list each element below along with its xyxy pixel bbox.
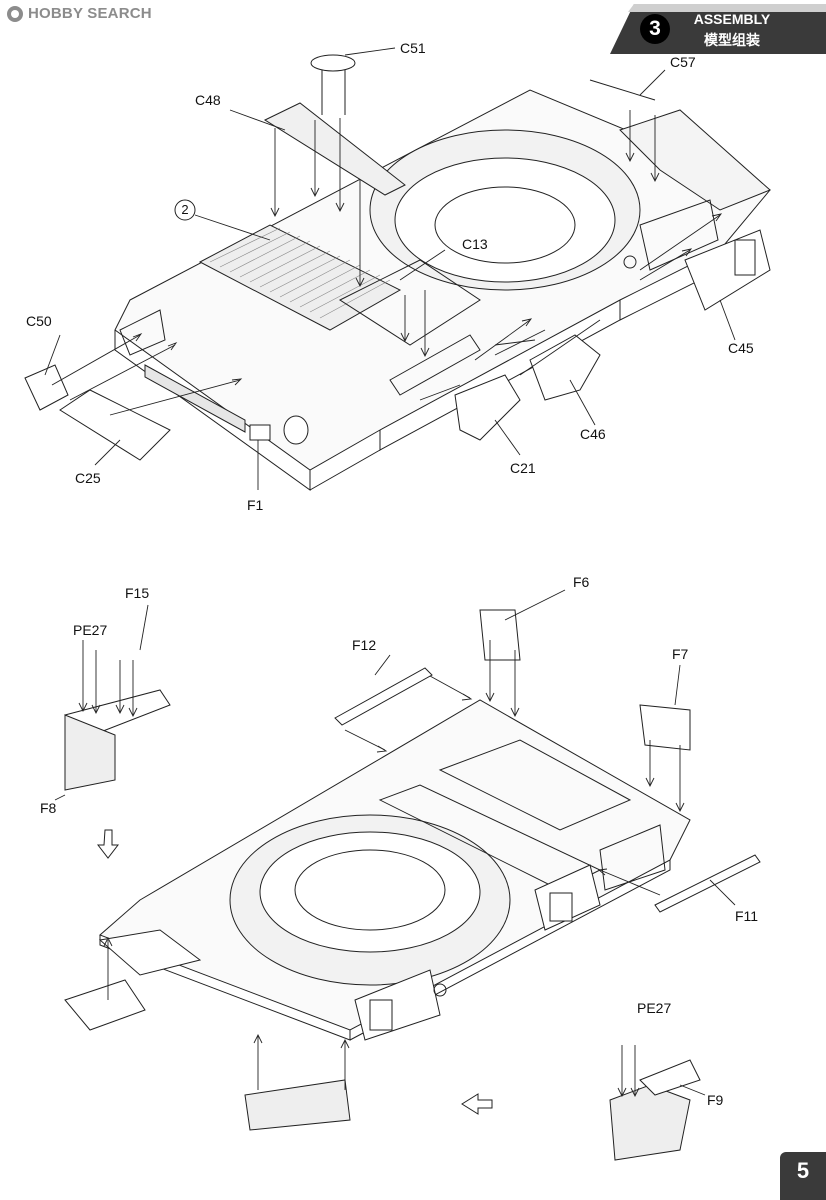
page-number: 5 (796, 1158, 810, 1183)
label-c51: C51 (400, 40, 426, 56)
assembly-title-en: ASSEMBLY (693, 11, 771, 27)
assembly-title-cn: 模型组装 (704, 33, 760, 49)
label-f15: F15 (125, 585, 150, 601)
label-f7: F7 (672, 646, 689, 662)
step-ref-label: 2 (181, 202, 189, 217)
label-c25: C25 (75, 470, 101, 486)
page-number-box (780, 1152, 826, 1200)
label-c48: C48 (195, 92, 221, 108)
header-tab (610, 4, 826, 54)
label-f1: F1 (247, 497, 264, 513)
step-ref-circle (174, 199, 196, 221)
hobbysearch-logo-icon (7, 6, 23, 22)
label-f8: F8 (40, 800, 57, 816)
label-c50: C50 (26, 313, 52, 329)
hobbysearch-logo: HOBBY SEARCH (6, 4, 166, 24)
step-number: 3 (649, 17, 661, 40)
label-c21: C21 (510, 460, 536, 476)
label-c13: C13 (462, 236, 488, 252)
label-f6: F6 (573, 574, 590, 590)
lower-hull (54, 589, 761, 1161)
upper-hull (24, 47, 771, 491)
label-c45: C45 (728, 340, 754, 356)
watermark-text: HOBBY SEARCH (28, 5, 152, 22)
label-c46: C46 (580, 426, 606, 442)
label-f12: F12 (352, 637, 377, 653)
label-pe27-right: PE27 (637, 1000, 672, 1016)
label-f11: F11 (735, 908, 759, 924)
label-c57: C57 (670, 54, 696, 70)
label-pe27-left: PE27 (73, 622, 108, 638)
label-f9: F9 (707, 1092, 724, 1108)
